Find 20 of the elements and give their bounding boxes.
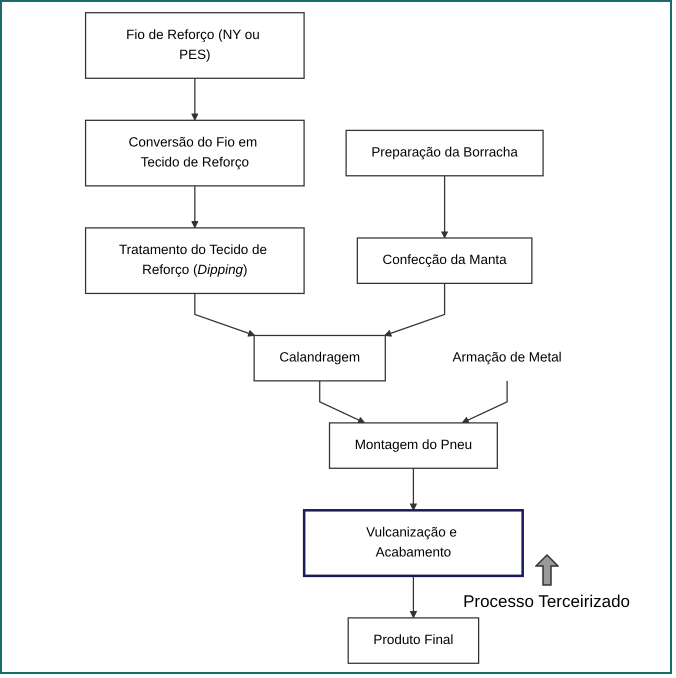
note-text: Processo Terceirizado: [463, 592, 630, 612]
node-box: Produto Final: [347, 617, 480, 664]
arrow: [440, 176, 448, 238]
node-text: Armação de Metal: [452, 350, 562, 365]
arrow: [190, 78, 198, 121]
arrow: [462, 380, 508, 424]
arrow: [318, 380, 365, 424]
node-box: Conversão do Fio em Tecido de Reforço: [84, 120, 304, 186]
arrow: [194, 293, 255, 337]
node-box: Montagem do Pneu: [328, 422, 498, 469]
node-box: Fio de Reforço (NY ou PES): [84, 12, 304, 79]
arrow: [190, 186, 198, 228]
arrow: [409, 576, 417, 618]
node-box: Preparação da Borracha: [345, 130, 544, 176]
node-box: Calandragem: [253, 334, 386, 382]
node-box: Vulcanização e Acabamento: [302, 509, 524, 578]
node-box: Tratamento do Tecido de Reforço (Dipping): [84, 227, 304, 294]
arrow: [409, 468, 417, 511]
node-box: Confecção da Manta: [356, 237, 532, 284]
arrow: [384, 283, 445, 337]
